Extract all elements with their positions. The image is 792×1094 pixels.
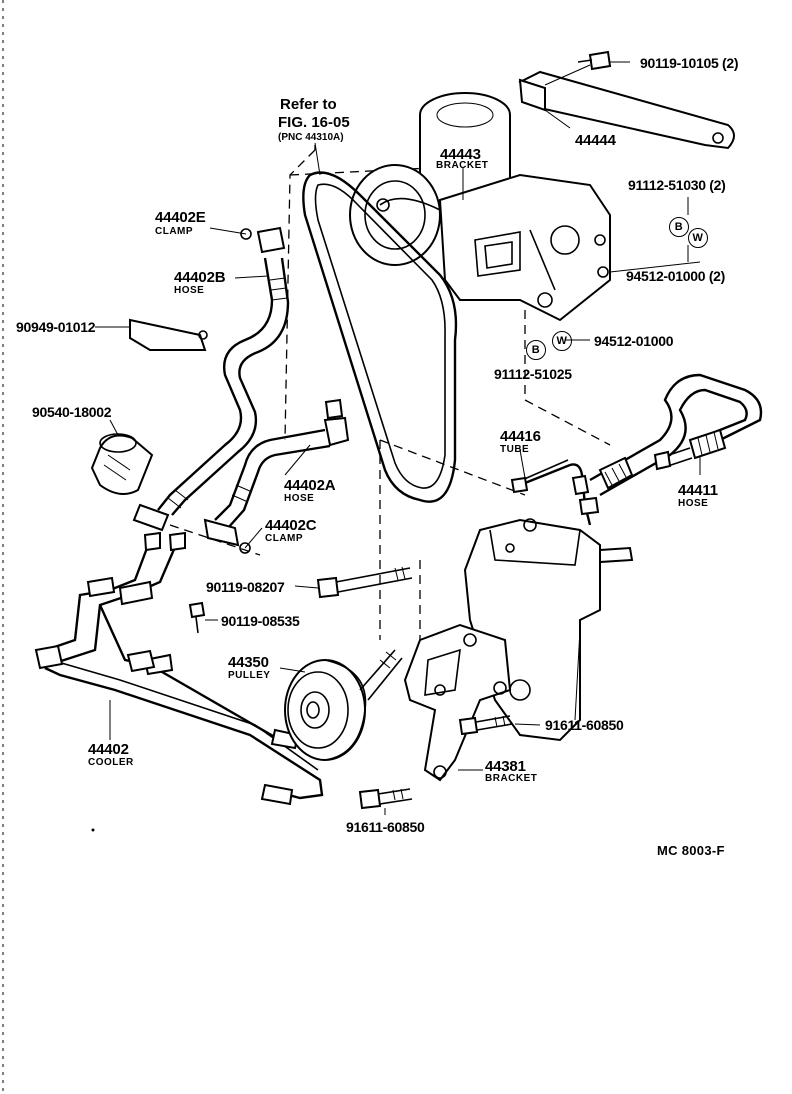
- refer-line-3: (PNC 44310A): [278, 132, 344, 143]
- bolt-marker-lower-text: B: [531, 344, 541, 356]
- drive-belt: [302, 171, 458, 503]
- washer-marker-upper: W: [688, 228, 708, 248]
- bolt-90119-08535: [188, 601, 218, 634]
- grommet-90540-18002: [90, 433, 154, 495]
- label-44402B-sub: HOSE: [174, 285, 205, 296]
- label-44402-sub: COOLER: [88, 757, 134, 768]
- label-91611-60850-b: 91611-60850: [346, 819, 425, 835]
- washer-marker-lower: W: [552, 331, 572, 351]
- bolt-90119-08207: [316, 566, 413, 599]
- bolt-91611-60850-a: [458, 715, 541, 736]
- label-90119-10105: 90119-10105 (2): [640, 55, 739, 71]
- label-44411-sub: HOSE: [678, 498, 709, 509]
- bracket-90949-01012: [129, 318, 208, 351]
- label-44416-sub: TUBE: [500, 444, 530, 455]
- label-90949-01012: 90949-01012: [16, 319, 96, 335]
- steering-gear: [463, 518, 634, 742]
- pulley-44350: [279, 649, 403, 761]
- label-44443: 44443: [440, 146, 481, 163]
- bolt-91611-60850-b: [358, 788, 413, 810]
- refer-line-1: Refer to: [280, 96, 337, 113]
- clamp-44402E: [240, 226, 286, 254]
- washer-marker-upper-text: W: [692, 232, 704, 244]
- label-91611-60850-a: 91611-60850: [545, 717, 624, 733]
- label-44381: 44381: [485, 758, 526, 775]
- bracket-44443: [376, 173, 611, 322]
- label-94512-01000: 94512-01000: [594, 333, 674, 349]
- hose-44402B: [157, 257, 290, 516]
- label-90119-08207: 90119-08207: [206, 579, 285, 595]
- label-44402E-sub: CLAMP: [155, 226, 194, 237]
- label-90540-18002: 90540-18002: [32, 404, 112, 420]
- washer-marker-lower-text: W: [556, 335, 568, 347]
- bolt-90119-10105: [577, 50, 630, 71]
- drawing-code: MC 8003-F: [657, 843, 725, 858]
- label-44402C-sub: CLAMP: [265, 533, 304, 544]
- label-44444: 44444: [575, 132, 616, 149]
- stray-mark: [91, 828, 95, 832]
- bolt-marker-upper: B: [669, 217, 689, 237]
- leader-lines: [95, 109, 571, 815]
- tube-44416: [510, 459, 600, 526]
- refer-line-2: FIG. 16-05: [278, 114, 350, 131]
- bolt-marker-upper-text: B: [674, 221, 684, 233]
- cooler-44402: [34, 531, 324, 806]
- label-44416: 44416: [500, 428, 541, 445]
- label-44402E: 44402E: [155, 209, 206, 226]
- label-44402B: 44402B: [174, 269, 226, 286]
- label-91112-51025: 91112-51025: [494, 366, 572, 382]
- clamp-44402C: [203, 518, 251, 554]
- hose-44402A: [214, 398, 350, 529]
- label-44411: 44411: [678, 482, 718, 499]
- label-44402: 44402: [88, 741, 129, 758]
- bolt-marker-lower: B: [526, 340, 546, 360]
- label-44443-sub: BRACKET: [436, 160, 489, 171]
- label-44402A-sub: HOSE: [284, 493, 315, 504]
- pump-body: [349, 92, 511, 266]
- label-44402C: 44402C: [265, 517, 317, 534]
- adjusting-bar-44444: [518, 64, 735, 150]
- label-94512-01000-2: 94512-01000 (2): [626, 268, 726, 284]
- label-90119-08535: 90119-08535: [221, 613, 300, 629]
- label-44402A: 44402A: [284, 477, 336, 494]
- bracket-44381: [403, 623, 512, 782]
- label-44350-sub: PULLEY: [228, 670, 271, 681]
- label-91112-51030: 91112-51030 (2): [628, 177, 726, 193]
- hose-44411: [589, 373, 763, 497]
- hose-clamp-left: [132, 503, 170, 532]
- label-44350: 44350: [228, 654, 269, 671]
- label-44381-sub: BRACKET: [485, 773, 538, 784]
